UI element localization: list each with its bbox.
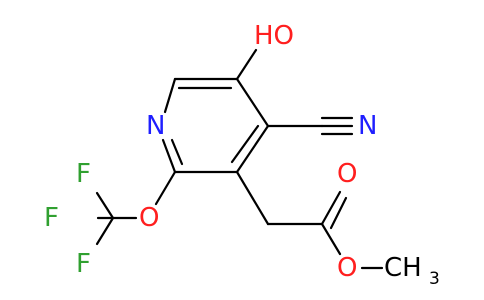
bond-c3-c4-inner: [230, 124, 260, 164]
carbonyl-oxygen-label: O: [337, 159, 357, 189]
bond-c3-c4: [235, 124, 270, 174]
bond-n1-c2-inner: [170, 138, 184, 166]
bond-carbonyl-o-2: [329, 196, 348, 230]
bond-c3-ch2: [235, 170, 270, 226]
fluorine-bottom-label: F: [76, 249, 91, 279]
fluorine-top-label: F: [76, 159, 91, 189]
alkoxy-oxygen-label: O: [337, 253, 357, 283]
fluorine-left-label: F: [44, 203, 59, 233]
methyl-subscript: 3: [429, 269, 440, 289]
pyridine-ring: [161, 77, 270, 174]
nitrile-nitrogen-label: N: [358, 111, 377, 141]
bond-c4-c5: [235, 77, 270, 128]
bond-c5-oh: [235, 48, 258, 81]
bond-cf3-fbottom: [95, 216, 115, 246]
ring-nitrogen-label: N: [146, 111, 165, 141]
bond-c6-n1: [163, 77, 177, 114]
ester-group: O O CH 3: [235, 159, 440, 289]
hydroxyl-label: HO: [254, 21, 294, 51]
bond-carbonyl-o-1: [320, 190, 342, 226]
methyl-label: CH: [384, 253, 422, 283]
trifluoromethoxy-group: O F F F: [44, 159, 177, 279]
bond-n1-c2: [161, 138, 177, 174]
bond-cf3-ftop: [95, 191, 115, 220]
nitrile-group: N: [266, 111, 377, 141]
bond-c2-o: [154, 170, 177, 206]
bond-carbonyl-alkoxy: [320, 222, 342, 256]
ether-oxygen-label: O: [139, 203, 159, 233]
